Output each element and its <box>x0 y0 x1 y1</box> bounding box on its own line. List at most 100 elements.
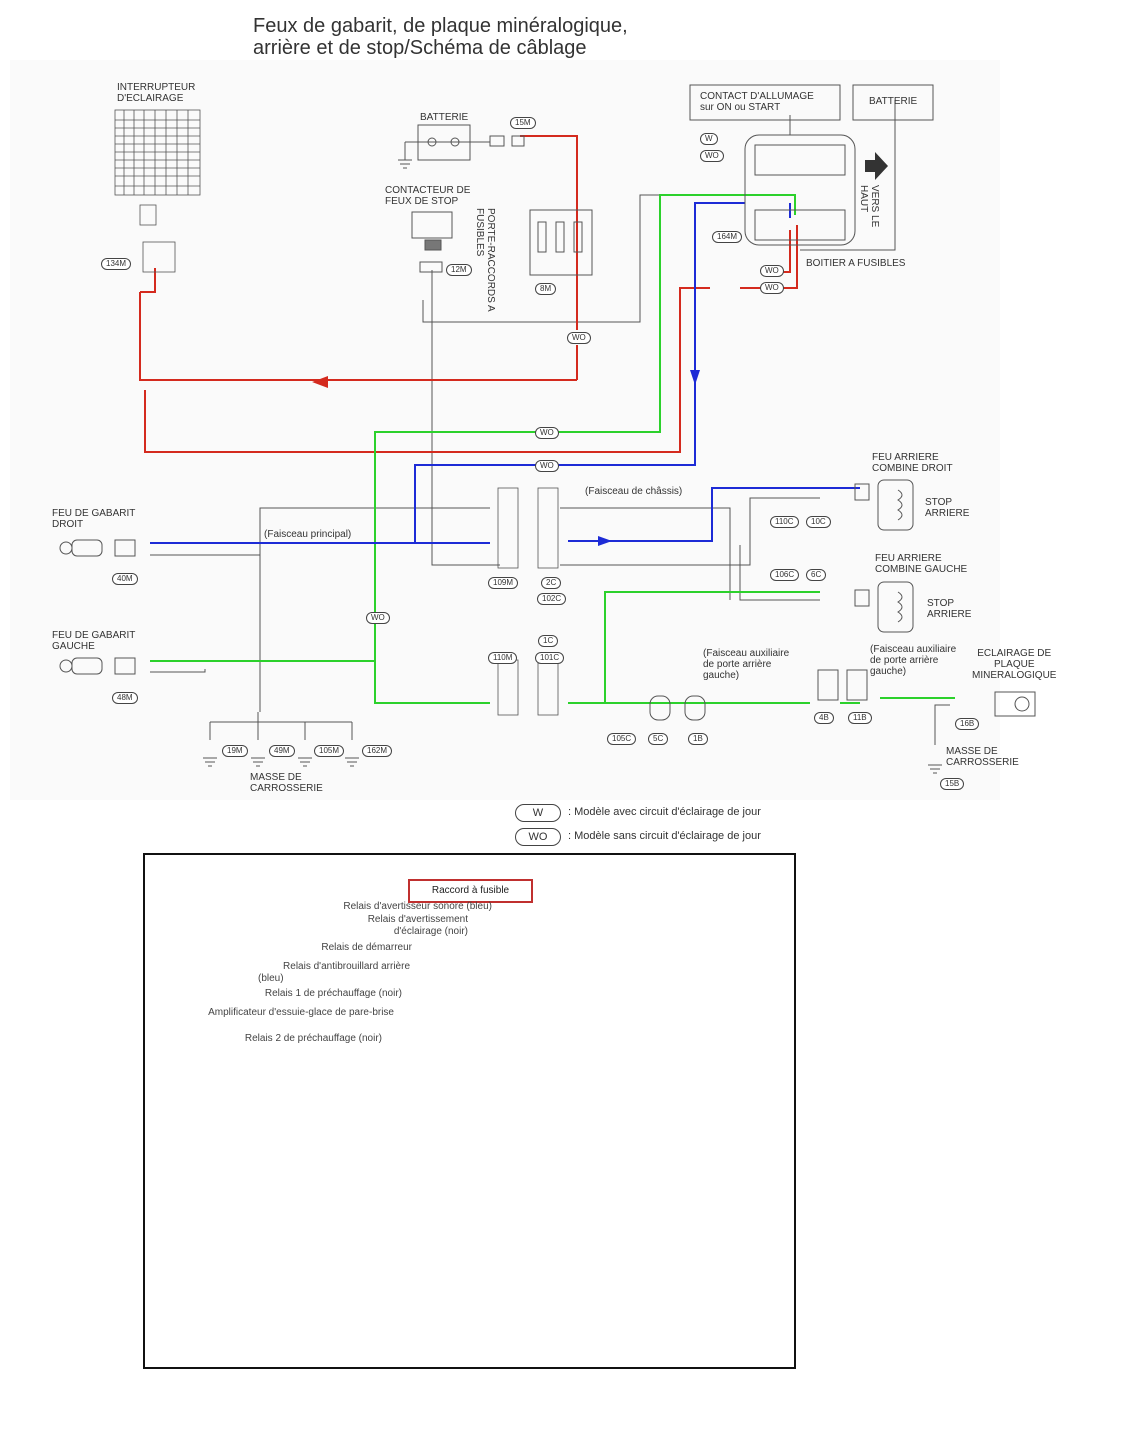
connector-tag: 164M <box>712 231 743 243</box>
connector-tag: 1C <box>538 635 559 647</box>
legend-w-text: : Modèle avec circuit d'éclairage de jou… <box>568 806 761 818</box>
blue-arrow-down <box>690 370 700 385</box>
legend-wo-tag: WO <box>515 828 561 846</box>
connector-tag: 105C <box>607 733 637 745</box>
label-line: CONTACTEUR DE <box>385 185 471 196</box>
label-line: sur ON ou START <box>700 102 781 113</box>
connector-tag: 10C <box>806 516 831 528</box>
ground-label-1: MASSE DE CARROSSERIE <box>250 772 323 794</box>
label-line: (Faisceau auxiliaire <box>870 644 957 655</box>
photo-label: Amplificateur d'essuie-glace de pare-bri… <box>208 1007 394 1018</box>
connector-tag: 1B <box>688 733 708 745</box>
rear-lamp-left-label: FEU ARRIERE COMBINE GAUCHE <box>875 553 967 575</box>
label-line: FEU DE GABARIT <box>52 630 136 641</box>
connector-tag: 109M <box>488 577 519 589</box>
green-wires <box>150 194 955 704</box>
light-switch-grid <box>114 109 201 273</box>
label-line: FEU ARRIERE <box>875 553 942 564</box>
rear-lamp-right-label: FEU ARRIERE COMBINE DROIT <box>872 452 953 474</box>
rear-lamps <box>854 479 914 633</box>
battery-top-label: BATTERIE <box>420 112 469 123</box>
harness-aux-2-label: (Faisceau auxiliaire de porte arrière ga… <box>870 644 956 677</box>
label-line: STOP <box>927 598 955 609</box>
connector-tag: 2C <box>541 577 562 589</box>
label-line: FEUX DE STOP <box>385 196 459 207</box>
connector-tag: 19M <box>222 745 248 757</box>
connector-tag: WO <box>760 282 784 294</box>
harness-main-label: (Faisceau principal) <box>264 529 352 540</box>
legend-wo-text: : Modèle sans circuit d'éclairage de jou… <box>568 830 761 842</box>
stop-label-left: STOP ARRIERE <box>927 598 971 620</box>
vers-le-haut-label: VERS LE HAUT <box>858 185 880 228</box>
connector-tag: 12M <box>446 264 472 276</box>
title-line-2: arrière et de stop/Schéma de câblage <box>253 37 587 59</box>
label-line: CARROSSERIE <box>250 783 323 794</box>
label-line: MINERALOGIQUE <box>972 670 1057 681</box>
label-line: ECLAIRAGE DE <box>977 648 1052 659</box>
connector-tag: 8M <box>535 283 557 295</box>
front-lamps <box>59 539 136 675</box>
label-line: FEU ARRIERE <box>872 452 939 463</box>
diagram-title: Feux de gabarit, de plaque minéralogique… <box>253 15 628 59</box>
connector-tag: WO <box>535 427 559 439</box>
label-line: (Faisceau auxiliaire <box>703 648 790 659</box>
photo-label: Relais d'avertisseur sonore (bleu) <box>343 901 492 912</box>
label-line: DROIT <box>52 519 84 530</box>
label-line: gauche) <box>870 666 907 677</box>
fuse-holder-symbol <box>529 209 593 276</box>
connector-tag: WO <box>535 460 559 472</box>
photo-label: d'éclairage (noir) <box>393 926 468 937</box>
connector-tag: 16B <box>955 718 980 730</box>
connector-tag: 49M <box>269 745 295 757</box>
connector-tag: 162M <box>362 745 393 757</box>
photo-label: Relais d'avertissement <box>367 914 468 925</box>
connector-tag: 102C <box>537 593 567 605</box>
harness-chassis-label: (Faisceau de châssis) <box>585 486 683 497</box>
label-line: GAUCHE <box>52 641 95 652</box>
engine-bay-photo-frame <box>143 853 796 1369</box>
connector-tag: 15M <box>510 117 536 129</box>
connector-tag: W <box>700 133 718 145</box>
label-line: MASSE DE <box>946 746 998 757</box>
label-line: CARROSSERIE <box>946 757 1019 768</box>
label-line: MASSE DE <box>250 772 302 783</box>
label-line: de porte arrière <box>703 659 772 670</box>
connector-tag: WO <box>760 265 784 277</box>
fuse-box-symbol <box>689 84 934 251</box>
title-line-1: Feux de gabarit, de plaque minéralogique… <box>253 15 628 37</box>
photo-label: Relais 2 de préchauffage (noir) <box>244 1033 382 1044</box>
stop-label-right: STOP ARRIERE <box>925 497 969 519</box>
legend-w-tag: W <box>515 804 561 822</box>
photo-label: (bleu) <box>258 973 284 984</box>
light-switch-label: INTERRUPTEUR D'ECLAIRAGE <box>117 82 195 104</box>
connector-tag: 5C <box>648 733 669 745</box>
connector-tag: WO <box>700 150 724 162</box>
label-line: INTERRUPTEUR <box>117 82 196 93</box>
ignition-label: CONTACT D'ALLUMAGE sur ON ou START <box>700 91 814 113</box>
connector-tag: 106C <box>770 569 800 581</box>
front-lamp-left-label: FEU DE GABARIT GAUCHE <box>52 630 135 652</box>
connector-tag: 110C <box>770 516 799 528</box>
label-line: FEU DE GABARIT <box>52 508 136 519</box>
connector-tag: 6C <box>806 569 827 581</box>
red-wires <box>139 135 798 453</box>
label-line: ARRIERE <box>927 609 972 620</box>
vers-le-haut-arrow <box>865 152 888 180</box>
fuse-holder-label: PORTE-RACCORDS A FUSIBLES <box>474 208 496 312</box>
fusible-link-callout: Raccord à fusible <box>408 879 533 903</box>
battery-right-label: BATTERIE <box>869 96 918 107</box>
stop-switch-symbol <box>411 211 453 273</box>
connector-tag: 101C <box>535 652 565 664</box>
connector-tag: 105M <box>314 745 345 757</box>
connector-tag: 110M <box>488 652 518 664</box>
stop-switch-label: CONTACTEUR DE FEUX DE STOP <box>385 185 470 207</box>
connector-tag: 48M <box>112 692 138 704</box>
battery-top-symbol <box>417 124 525 161</box>
label-line: STOP <box>925 497 953 508</box>
scan-background <box>10 60 1000 800</box>
ground-symbols <box>203 159 942 774</box>
label-line: ARRIERE <box>925 508 970 519</box>
label-line: gauche) <box>703 670 740 681</box>
label-line: D'ECLAIRAGE <box>117 93 184 104</box>
